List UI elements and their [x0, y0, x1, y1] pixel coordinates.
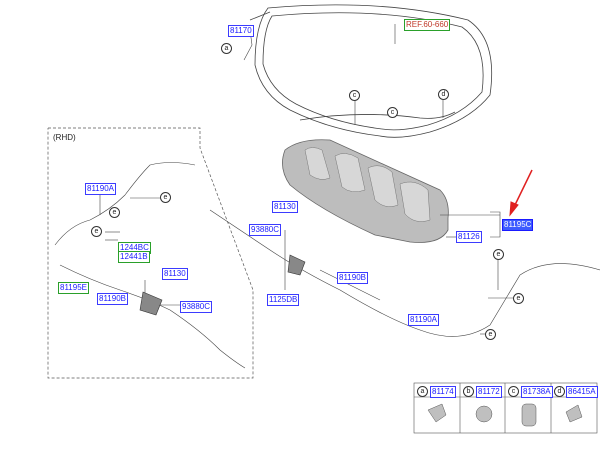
legend-part-81172[interactable]: 81172: [476, 386, 502, 398]
latch-assemblies: [139, 254, 306, 316]
callout-e-top: e: [493, 249, 504, 260]
legend-part-81174[interactable]: 81174: [430, 386, 456, 398]
part-label-12441b[interactable]: 12441B: [118, 251, 150, 263]
callout-c-right: c: [387, 107, 398, 118]
rhd-boundary: [47, 127, 254, 379]
callout-e-rhd-mid: e: [109, 207, 120, 218]
callout-e-bottom: e: [485, 329, 496, 340]
callout-d: d: [438, 89, 449, 100]
legend-letter-b: b: [463, 386, 474, 397]
hood-panel: [249, 4, 493, 138]
legend-part-81738a[interactable]: 81738A: [521, 386, 553, 398]
red-pointer-arrow: [509, 169, 533, 217]
part-label-81190a[interactable]: 81190A: [408, 314, 439, 326]
legend-letter-a: a: [417, 386, 428, 397]
callout-c-left: c: [349, 90, 360, 101]
part-label-81195c-highlighted[interactable]: 81195C: [502, 219, 534, 231]
part-label-1125db[interactable]: 1125DB: [267, 294, 300, 306]
rhd-section-label: (RHD): [53, 133, 76, 142]
leader-lines: [54, 24, 600, 369]
legend-letter-d: d: [554, 386, 565, 397]
part-label-93880c[interactable]: 93880C: [249, 224, 282, 236]
callout-a: a: [221, 43, 232, 54]
legend-letter-c: c: [508, 386, 519, 397]
part-label-81126[interactable]: 81126: [456, 231, 482, 243]
part-label-93880c-rhd[interactable]: 93880C: [180, 301, 213, 313]
hood-insulator: [282, 139, 449, 243]
legend-part-icons: [427, 403, 583, 427]
ref-label-60-660[interactable]: REF.60-660: [404, 19, 451, 31]
part-label-81170[interactable]: 81170: [228, 25, 254, 37]
callout-e-mid: e: [513, 293, 524, 304]
part-label-81195e[interactable]: 81195E: [58, 282, 89, 294]
part-label-81130[interactable]: 81130: [272, 201, 298, 213]
callout-e-rhd-left: e: [91, 226, 102, 237]
legend-part-86415a[interactable]: 86415A: [566, 386, 598, 398]
part-label-81190a-rhd[interactable]: 81190A: [85, 183, 116, 195]
callout-e-rhd-top: e: [160, 192, 171, 203]
part-label-81190b-rhd[interactable]: 81190B: [97, 293, 128, 305]
part-label-81130-rhd[interactable]: 81130: [162, 268, 188, 280]
part-label-81190b[interactable]: 81190B: [337, 272, 368, 284]
